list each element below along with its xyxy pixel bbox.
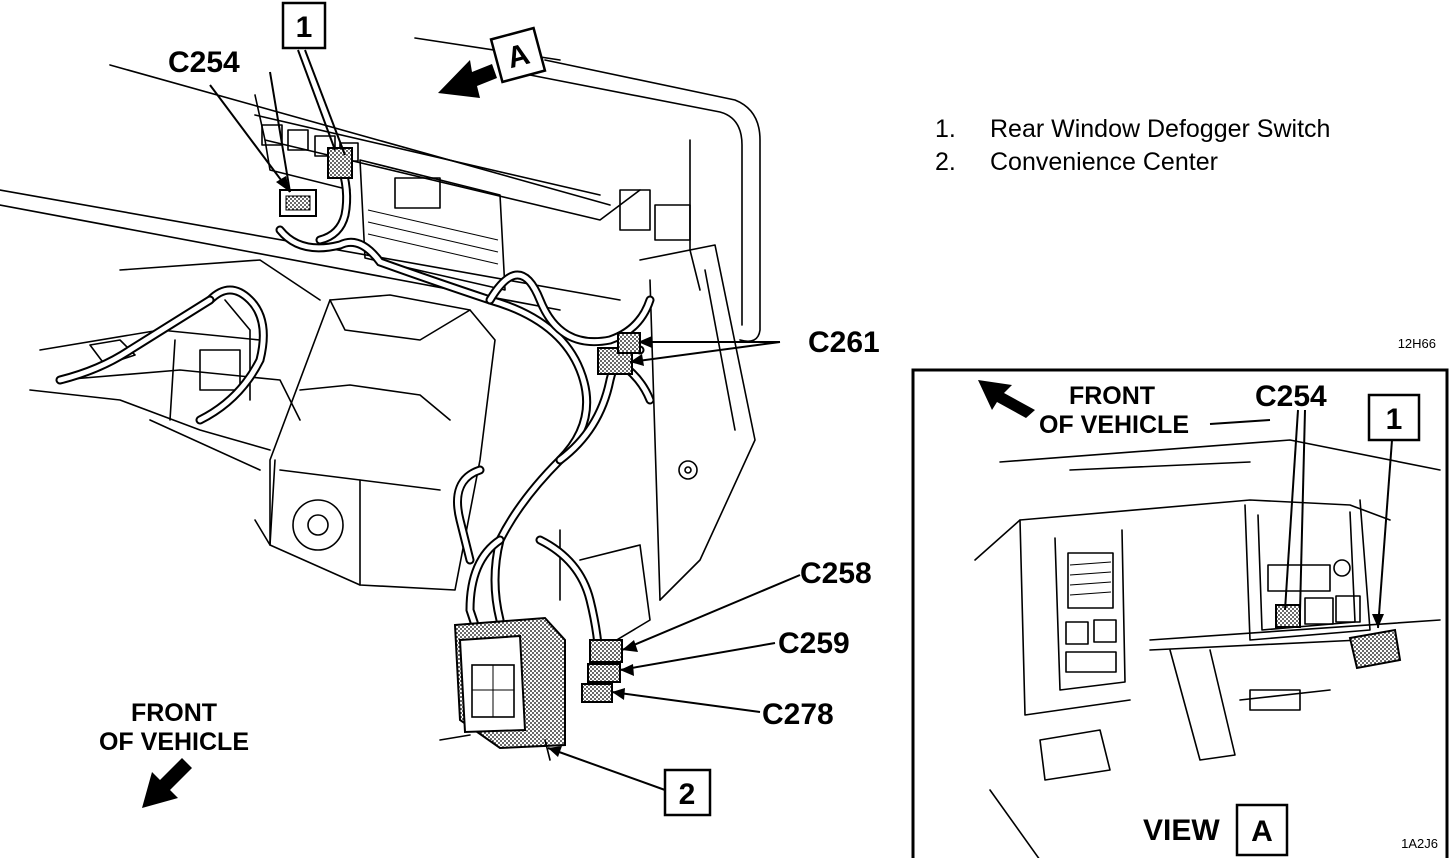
item-1-box	[281, 1, 327, 50]
main-leaders	[209, 49, 801, 791]
legend-2-text: Convenience Center	[990, 148, 1218, 176]
inset-item-1-box	[1367, 393, 1421, 442]
view-a-inset-box	[1235, 803, 1289, 857]
legend-1-number: 1.	[935, 115, 956, 143]
callout-c259: C259	[778, 627, 850, 660]
front-arrow-icon	[142, 758, 192, 808]
front-of-vehicle-line2: OF VEHICLE	[99, 728, 249, 756]
callout-c261: C261	[808, 326, 880, 359]
item-2-box	[663, 768, 712, 817]
view-a-arrow-icon	[438, 60, 497, 98]
wiring-harness	[55, 157, 655, 685]
main-ref-code: 12H66	[1398, 336, 1436, 351]
view-a-inset: FRONT OF VEHICLE C254 1 VIEW A 1A2J6	[911, 368, 1449, 858]
view-a-box	[489, 26, 547, 84]
front-of-vehicle-line1: FRONT	[131, 699, 217, 727]
callout-c258: C258	[800, 557, 872, 590]
legend: 1. Rear Window Defogger Switch 2. Conven…	[935, 115, 1330, 176]
callout-c254: C254	[168, 46, 240, 79]
item-1-label: 1	[296, 11, 313, 44]
inset-front-line1: FRONT	[1069, 382, 1155, 410]
legend-2-number: 2.	[935, 148, 956, 176]
view-a-inset-box-label: A	[1251, 815, 1273, 848]
inset-front-arrow-icon	[978, 380, 1035, 418]
item-2-label: 2	[679, 778, 696, 811]
main-arrowheads	[276, 176, 652, 757]
inset-front-line2: OF VEHICLE	[1039, 411, 1189, 439]
legend-1-text: Rear Window Defogger Switch	[990, 115, 1330, 143]
inset-item-1-label: 1	[1386, 403, 1403, 436]
inset-ref-code: 1A2J6	[1401, 836, 1438, 851]
main-connectors	[279, 147, 641, 703]
callout-c278: C278	[762, 698, 834, 731]
view-a-label: VIEW	[1143, 814, 1220, 847]
convenience-center	[439, 616, 566, 761]
inset-callout-c254: C254	[1255, 380, 1327, 413]
